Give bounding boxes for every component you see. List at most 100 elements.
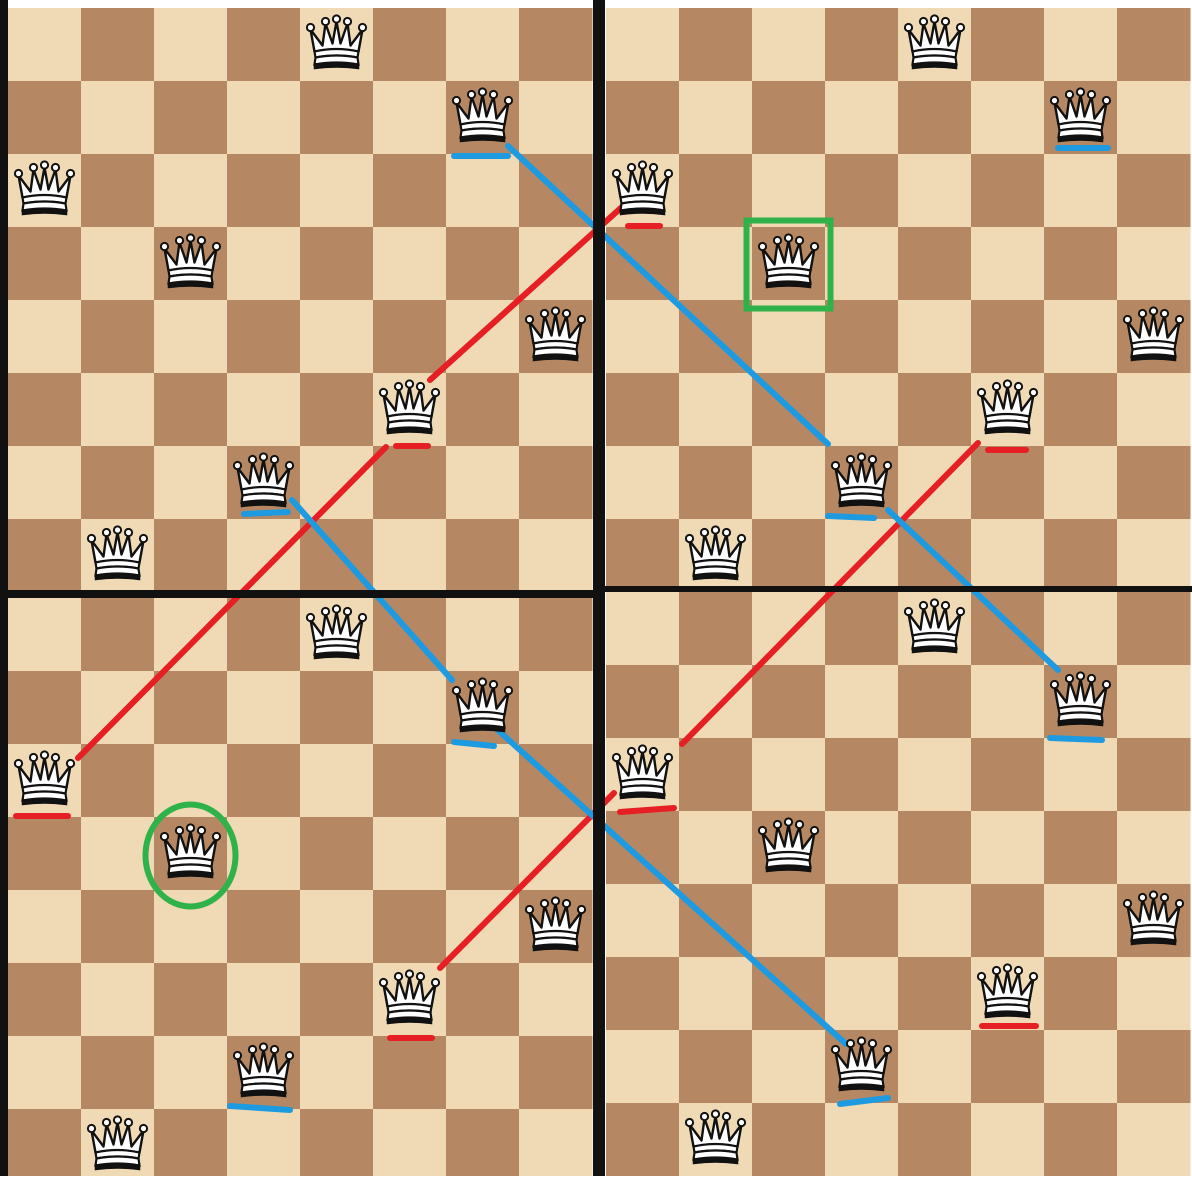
board-square [898,373,972,447]
left-edge-divider [0,0,8,1176]
blue-underline-marker [244,512,288,514]
board-square [679,811,753,885]
board-square [1117,1030,1191,1104]
board-square [752,154,826,228]
board-square [446,446,520,520]
board-square [825,300,899,374]
board-square [300,154,374,228]
board-square [446,373,520,447]
board-square [971,738,1045,812]
board-square [446,744,520,818]
board-square [446,963,520,1037]
board-square [752,519,826,593]
board-square [8,1109,82,1176]
board-square [898,957,972,1031]
vertical-divider [593,0,605,1176]
board-square [227,227,301,301]
board-square [825,1103,899,1176]
board-square [752,446,826,520]
board-square [373,227,447,301]
board-square [679,592,753,666]
board-square [1117,227,1191,301]
board-square [154,446,228,520]
board-square [1044,300,1118,374]
board-square [1044,738,1118,812]
board-square [300,1036,374,1110]
board-square [1044,884,1118,958]
board-square [300,446,374,520]
board-square [898,227,972,301]
board-square [300,227,374,301]
board-square [300,963,374,1037]
board-square [154,519,228,593]
board-square [227,154,301,228]
board-square [606,81,680,155]
board-square [825,665,899,739]
board-square [606,446,680,520]
board-bottom-left [8,598,593,1176]
board-square [606,227,680,301]
board-square [154,598,228,672]
board-square [1044,1030,1118,1104]
board-square [81,1036,155,1110]
board-square [519,963,593,1037]
board-square [1044,957,1118,1031]
board-square [971,665,1045,739]
board-square [81,227,155,301]
board-square [606,519,680,593]
board-square [1044,373,1118,447]
board-square [606,373,680,447]
board-square [825,738,899,812]
board-square [227,598,301,672]
board-bottom-right [606,592,1191,1176]
board-square [825,957,899,1031]
board-square [446,598,520,672]
board-square [1117,81,1191,155]
board-square [446,519,520,593]
board-square [519,8,593,82]
board-square [1117,373,1191,447]
board-square [81,744,155,818]
board-square [1044,592,1118,666]
board-square [1044,227,1118,301]
board-square [679,665,753,739]
board-square [81,373,155,447]
board-square [227,890,301,964]
board-square [898,811,972,885]
board-square [8,227,82,301]
blue-underline-marker [230,1106,290,1110]
board-square [679,738,753,812]
board-square [971,1103,1045,1176]
board-square [446,1036,520,1110]
board-square [81,81,155,155]
board-square [898,81,972,155]
board-square [373,154,447,228]
board-square [898,1030,972,1104]
red-underline-marker [620,808,674,812]
board-square [446,154,520,228]
board-square [752,592,826,666]
board-square [373,817,447,891]
board-square [8,81,82,155]
board-square [519,598,593,672]
board-square [373,744,447,818]
board-square [825,227,899,301]
board-square [825,811,899,885]
board-square [679,373,753,447]
board-square [898,154,972,228]
board-square [373,81,447,155]
board-square [1117,446,1191,520]
board-square [8,446,82,520]
board-square [373,8,447,82]
board-square [606,592,680,666]
board-square [154,154,228,228]
board-square [825,373,899,447]
board-square [606,1030,680,1104]
board-square [227,744,301,818]
board-square [81,8,155,82]
board-square [606,300,680,374]
board-square [519,519,593,593]
board-square [1117,592,1191,666]
board-square [606,884,680,958]
